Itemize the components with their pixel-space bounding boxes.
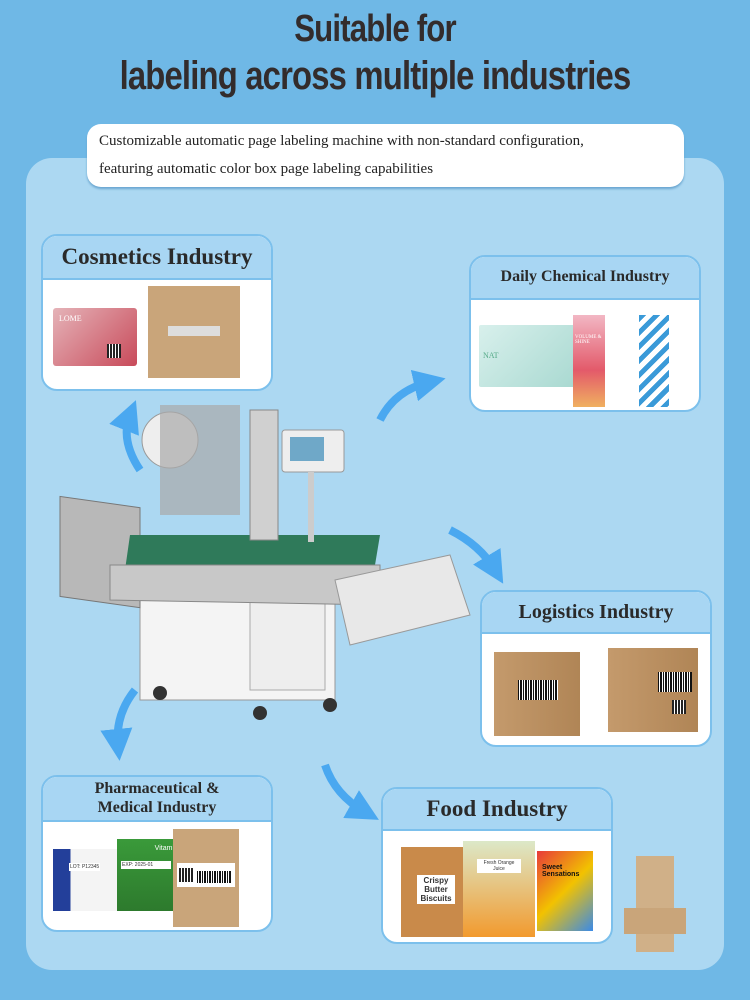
arrow-to-food: [321, 763, 379, 820]
headline-line-1: Suitable for: [294, 8, 456, 50]
brand-text: LOME: [59, 314, 82, 323]
card-daily-chemical: Daily Chemical Industry NAT VOLUME & SHI…: [469, 255, 701, 412]
card-cosmetics: Cosmetics Industry LOME: [41, 234, 273, 391]
vitamin-box: Vitami EXP: 2025-01: [117, 839, 177, 911]
juice-label: Fresh Orange Juice: [477, 859, 521, 873]
vial-box: [173, 829, 239, 927]
subtitle-box: Customizable automatic page labeling mac…: [87, 124, 684, 187]
card-food: Food Industry Crispy Butter Biscuits Fre…: [381, 787, 613, 944]
subtitle-line-2: featuring automatic color box page label…: [99, 161, 434, 177]
barcode-icon: [197, 871, 231, 883]
qr-code-icon: [179, 868, 193, 882]
card-title: Cosmetics Industry: [43, 236, 271, 280]
label-sticker: [177, 863, 235, 887]
qr-code-icon: [672, 700, 686, 714]
shipping-box: [494, 652, 580, 736]
card-title-line-1: Pharmaceutical &: [94, 780, 220, 798]
card-logistics: Logistics Industry: [480, 590, 712, 747]
labeling-machine: [59, 405, 471, 720]
product-text: VOLUME & SHINE: [575, 335, 602, 345]
card-pharmaceutical: Pharmaceutical & Medical Industry LOT: P…: [41, 775, 273, 932]
candy-label: Sweet Sensations: [542, 864, 580, 878]
arrow-to-pharmaceutical: [100, 687, 139, 761]
shampoo-box: VOLUME & SHINE: [573, 315, 605, 407]
card-title: Food Industry: [383, 789, 611, 831]
box-text: NAT: [483, 351, 499, 360]
candy-box: Sweet Sensations: [537, 851, 593, 931]
barcode-icon: [518, 680, 558, 700]
medicine-box: LOT: P12345: [53, 849, 123, 911]
arrow-to-logistics: [448, 526, 504, 584]
juice-box: Fresh Orange Juice: [463, 841, 535, 937]
vitamin-text: Vitami: [154, 845, 174, 852]
subtitle-line-1: Customizable automatic page labeling mac…: [99, 133, 584, 149]
card-title: Logistics Industry: [482, 592, 710, 634]
cosmetic-box: LOME: [53, 308, 137, 366]
flat-carton: [624, 856, 686, 952]
shipping-box: [608, 648, 698, 732]
toothpaste-box: [639, 315, 669, 407]
kraft-box: [148, 286, 240, 378]
lot-label: LOT: P12345: [69, 863, 101, 871]
biscuit-label: Crispy Butter Biscuits: [417, 875, 455, 904]
label-sticker: [168, 326, 220, 336]
card-title: Pharmaceutical & Medical Industry: [43, 777, 271, 822]
card-title: Daily Chemical Industry: [471, 257, 699, 300]
barcode-icon: [658, 672, 692, 692]
tissue-box: NAT: [479, 325, 575, 387]
arrow-to-cosmetics: [109, 400, 144, 473]
biscuit-box: Crispy Butter Biscuits: [401, 847, 465, 937]
qr-code-icon: [107, 344, 121, 358]
headline-line-2: labeling across multiple industries: [119, 54, 632, 98]
arrow-to-daily-chemical: [376, 369, 446, 422]
card-title-line-2: Medical Industry: [97, 798, 217, 816]
exp-label: EXP: 2025-01: [121, 861, 171, 869]
